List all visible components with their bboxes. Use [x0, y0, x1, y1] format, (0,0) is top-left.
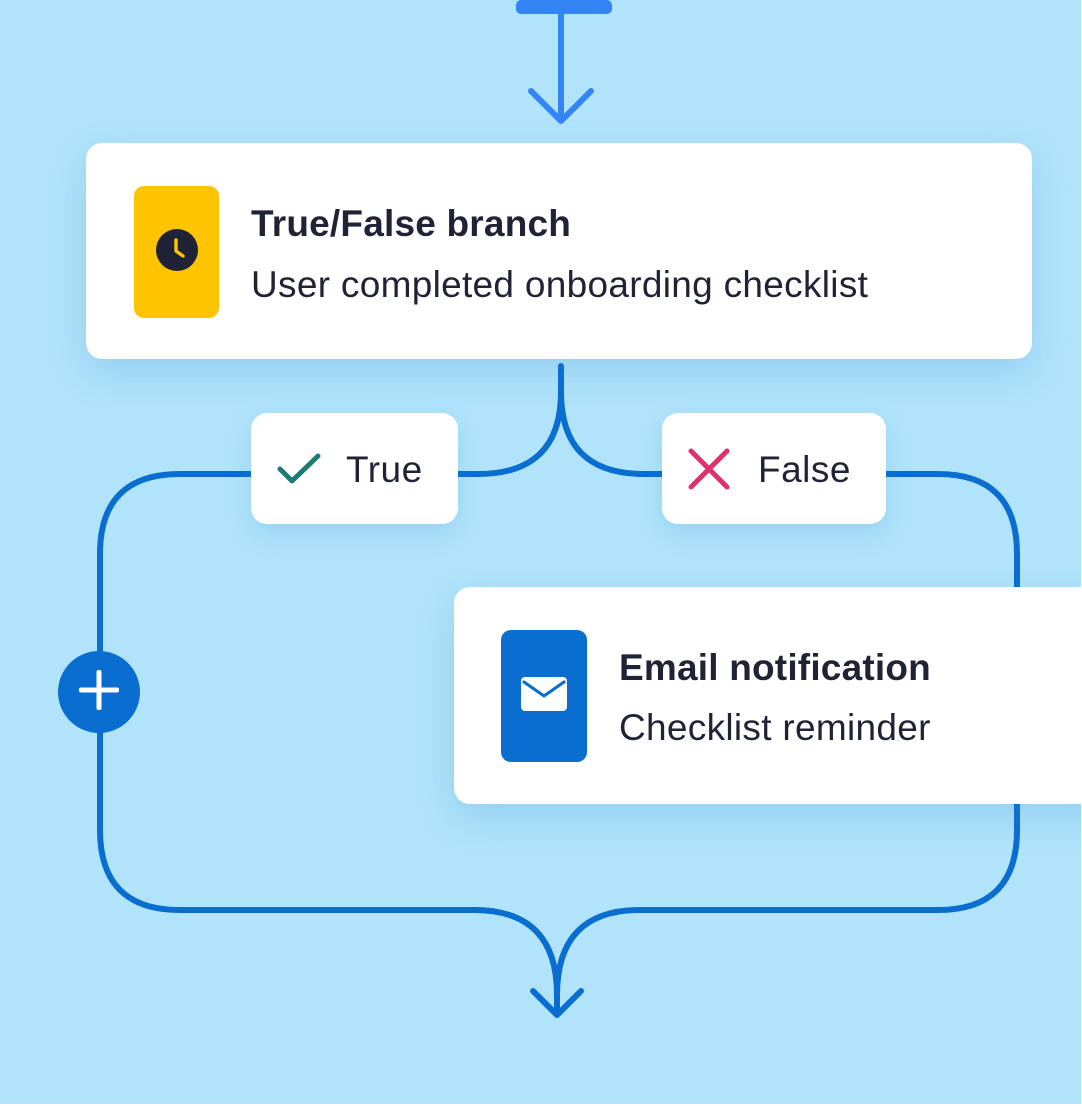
false-branch-path	[558, 389, 1020, 913]
branch-node-icon-tile	[134, 186, 219, 318]
branch-node-title: True/False branch	[251, 203, 572, 244]
check-icon	[277, 453, 321, 490]
true-branch-path	[97, 389, 564, 913]
x-icon	[688, 448, 730, 495]
previous-step-stub	[516, 0, 612, 14]
true-branch-label[interactable]: True	[251, 413, 458, 524]
email-node-title: Email notification	[619, 647, 931, 688]
incoming-arrowhead	[528, 88, 594, 124]
plus-icon	[78, 669, 120, 715]
merge-right-path	[554, 907, 941, 998]
branch-node-subtitle: User completed onboarding checklist	[251, 264, 869, 305]
false-branch-label[interactable]: False	[662, 413, 886, 524]
email-node-subtitle: Checklist reminder	[619, 707, 931, 748]
email-node-icon-tile	[501, 630, 587, 762]
envelope-icon	[520, 676, 568, 717]
false-label-text: False	[758, 449, 851, 490]
add-step-button[interactable]	[58, 651, 140, 733]
merge-left-path	[177, 907, 560, 998]
clock-icon	[155, 228, 199, 277]
outgoing-arrowhead	[530, 988, 584, 1018]
branch-node-card[interactable]: True/False branch User completed onboard…	[86, 143, 1032, 359]
true-label-text: True	[346, 449, 423, 490]
email-node-card[interactable]: Email notification Checklist reminder	[454, 587, 1081, 804]
